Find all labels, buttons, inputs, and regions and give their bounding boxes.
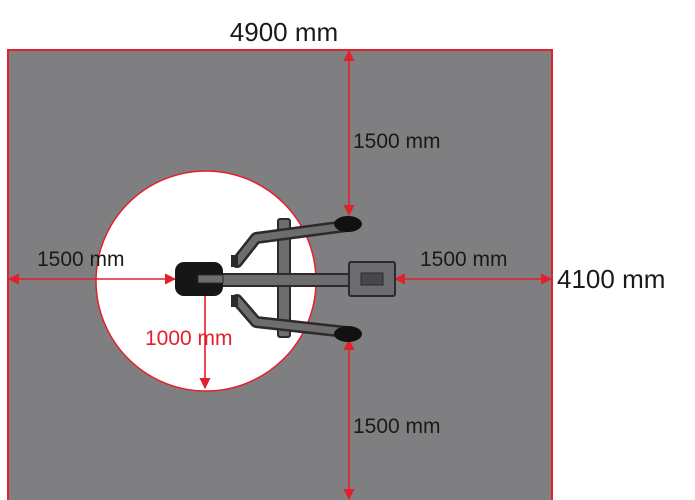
height-label: 4100 mm [557,264,665,294]
lower-pedal [334,326,362,342]
top-clearance-label: 1500 mm [353,130,441,153]
width-label: 4900 mm [230,17,338,47]
right-clearance-label: 1500 mm [420,248,508,271]
upper-pedal [334,216,362,232]
radius-label: 1000 mm [145,327,233,350]
left-clearance-label: 1500 mm [37,248,125,271]
bottom-clearance-label: 1500 mm [353,415,441,438]
equipment-top-view [175,216,396,342]
